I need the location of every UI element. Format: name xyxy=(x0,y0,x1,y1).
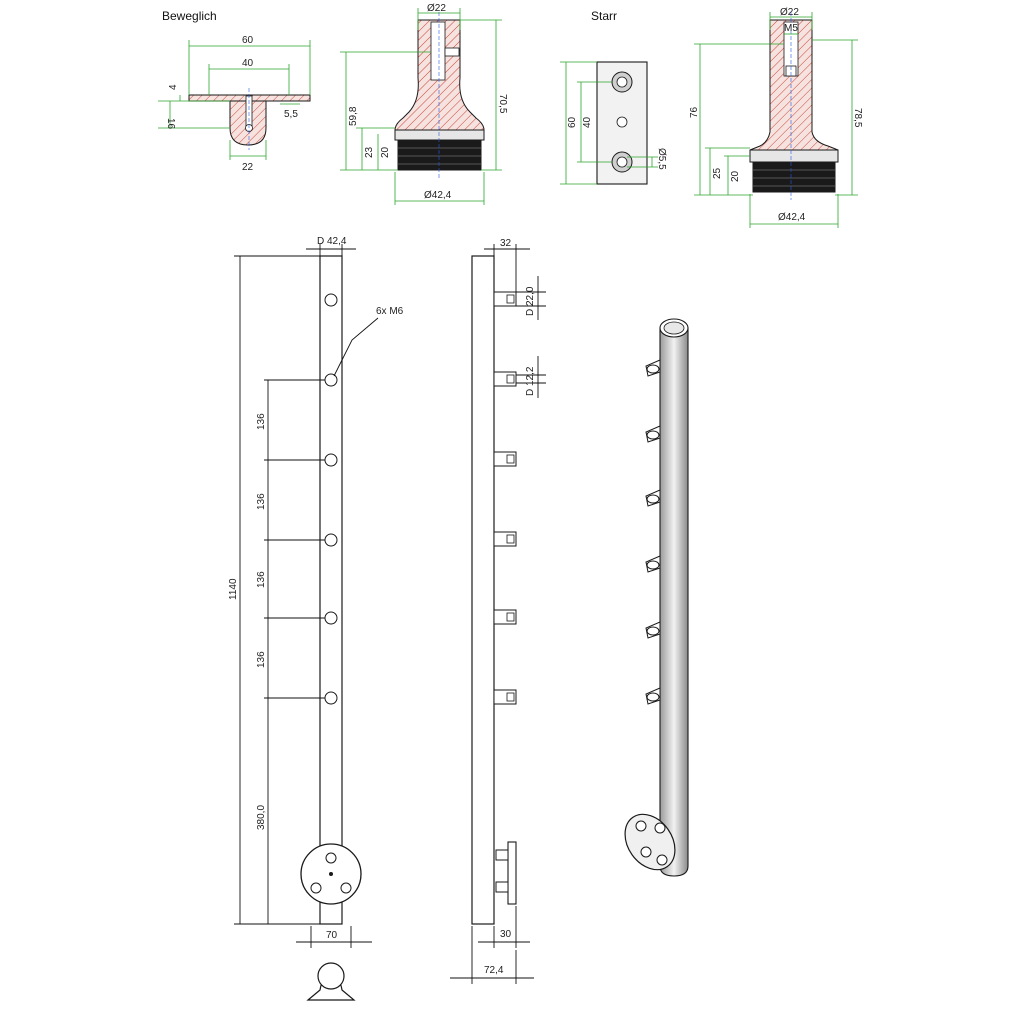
dim-b1-20: 20 xyxy=(380,146,391,158)
dim-b-60: 60 xyxy=(242,35,254,46)
dim-s-40: 40 xyxy=(582,116,593,128)
label-beweglich: Beweglich xyxy=(162,9,217,23)
dim-s-d5-5: Ø5,5 xyxy=(656,148,667,170)
dim-b1-70-5: 70,5 xyxy=(497,94,508,114)
side-view-dimensions: 32 D 22,0 D 12,2 30 72,4 xyxy=(450,238,546,984)
dim-front-136-b: 136 xyxy=(256,493,267,510)
front-view-dimensions: D 42,4 6x M6 1140 136 136 136 136 380,0 … xyxy=(228,236,404,948)
side-holder-1 xyxy=(493,291,517,307)
dim-b-22: 22 xyxy=(242,162,254,173)
dim-s1-d22: Ø22 xyxy=(780,7,799,18)
dim-b-16: 16 xyxy=(165,118,176,130)
dim-b-40: 40 xyxy=(242,58,254,69)
dim-side-d12: D 12,2 xyxy=(525,366,536,396)
beweglich-hinge-bracket xyxy=(188,88,311,150)
side-holder-5 xyxy=(493,609,517,625)
dim-s1-76: 76 xyxy=(689,106,700,118)
side-holder-6 xyxy=(493,689,517,705)
dim-b1-59-8: 59,8 xyxy=(348,106,359,126)
beweglich-tube-holder xyxy=(394,12,485,178)
side-holder-3 xyxy=(493,451,517,467)
isometric-post xyxy=(624,318,689,877)
dim-s1-20: 20 xyxy=(730,170,741,182)
front-view-post xyxy=(300,255,362,1001)
beweglich-hinge-dimensions: 60 40 4 16 5,5 22 xyxy=(158,35,311,173)
dim-s1-m5: M5 xyxy=(784,23,798,34)
dim-front-136-d: 136 xyxy=(256,651,267,668)
dim-b-5-5: 5,5 xyxy=(284,109,298,120)
iso-holder-3 xyxy=(645,489,661,507)
label-6xm6: 6x M6 xyxy=(376,306,404,317)
starr-flat-plate xyxy=(596,61,648,185)
dim-front-136-a: 136 xyxy=(256,413,267,430)
starr-tube-holder xyxy=(749,12,839,200)
iso-holder-5 xyxy=(645,621,661,639)
dim-b1-d22: Ø22 xyxy=(427,3,446,14)
iso-holder-4 xyxy=(645,555,661,573)
beweglich-tube-holder-dimensions: Ø22 70,5 59,8 23 20 Ø42,4 xyxy=(340,3,508,205)
dim-front-d42-4: D 42,4 xyxy=(317,236,347,247)
dim-front-70: 70 xyxy=(326,930,338,941)
dim-side-72-4: 72,4 xyxy=(484,965,504,976)
dim-side-30: 30 xyxy=(500,929,512,940)
iso-holder-1 xyxy=(645,359,661,377)
dim-s1-78-5: 78,5 xyxy=(852,108,863,128)
side-view-post xyxy=(471,255,517,925)
dim-front-136-c: 136 xyxy=(256,571,267,588)
dim-s1-25: 25 xyxy=(712,167,723,179)
dim-side-d22: D 22,0 xyxy=(525,286,536,316)
dim-b-4: 4 xyxy=(168,84,179,90)
side-holder-2 xyxy=(493,371,517,387)
dim-s1-d42-4: Ø42,4 xyxy=(778,212,806,223)
label-starr: Starr xyxy=(591,9,617,23)
dim-s-60: 60 xyxy=(567,116,578,128)
side-holder-4 xyxy=(493,531,517,547)
dim-front-1140: 1140 xyxy=(228,578,239,600)
dim-side-32: 32 xyxy=(500,238,512,249)
iso-holder-6 xyxy=(645,687,661,705)
starr-tube-holder-dimensions: Ø22 M5 76 78,5 25 20 Ø42,4 xyxy=(689,7,863,228)
iso-base-plate xyxy=(624,813,676,871)
dim-b1-d42-4: Ø42,4 xyxy=(424,190,452,201)
dim-b1-23: 23 xyxy=(364,146,375,158)
starr-flat-plate-dimensions: 60 40 Ø5,5 xyxy=(560,61,667,185)
dim-front-380: 380,0 xyxy=(256,805,267,830)
iso-holder-2 xyxy=(645,425,661,443)
